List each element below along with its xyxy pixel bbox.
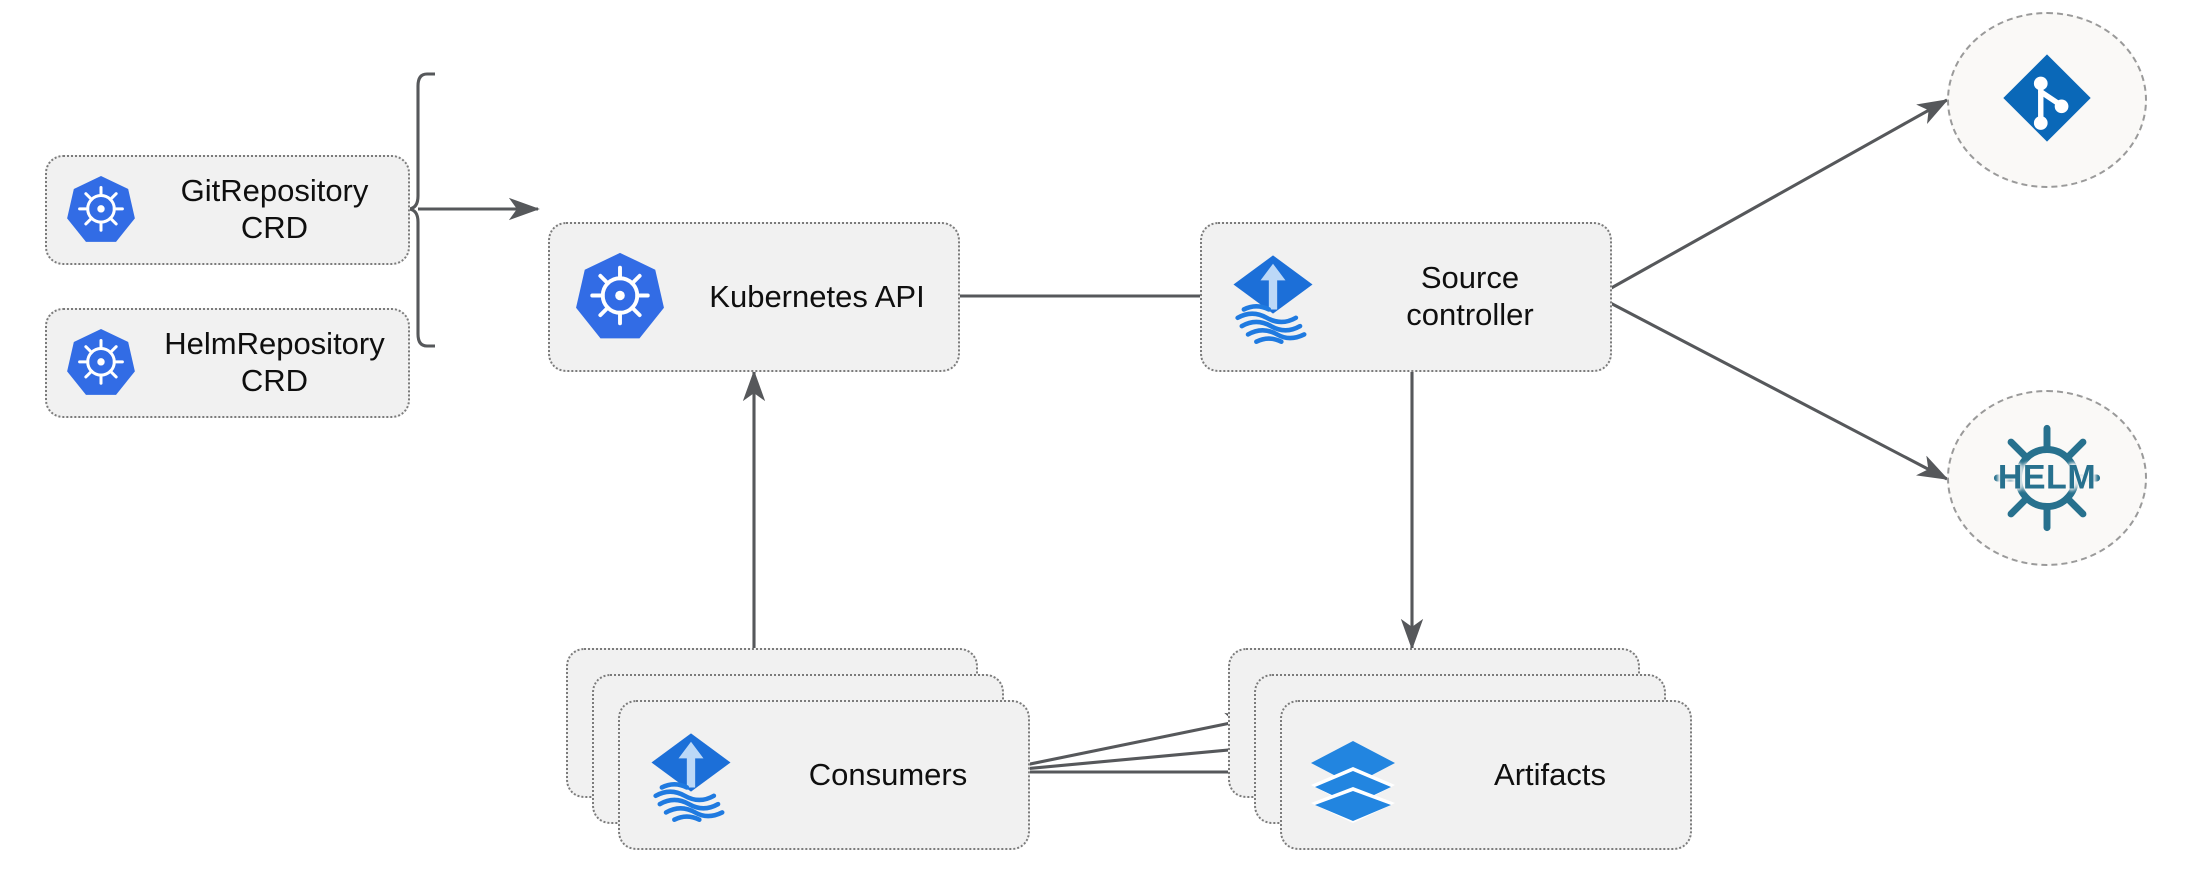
node-label: HelmRepository CRD bbox=[164, 326, 385, 398]
kubernetes-icon bbox=[550, 249, 690, 345]
helm-wordmark: HELM bbox=[1997, 458, 2097, 497]
node-label: Kubernetes API bbox=[709, 278, 925, 314]
crd-brace bbox=[408, 72, 435, 348]
edge-source-to-helm bbox=[1596, 294, 1949, 481]
kubernetes-icon bbox=[47, 326, 155, 400]
flux-icon bbox=[620, 723, 762, 827]
node-label: Consumers bbox=[808, 756, 968, 792]
edge-source-to-git bbox=[1596, 98, 1949, 298]
node-git-repository-crd[interactable]: GitRepository CRD bbox=[45, 155, 410, 265]
node-label: Source controller bbox=[1406, 260, 1534, 332]
node-consumers[interactable]: Consumers bbox=[618, 700, 1030, 850]
node-label: Artifacts bbox=[1494, 756, 1606, 792]
node-helm-repository-crd[interactable]: HelmRepository CRD bbox=[45, 308, 410, 418]
helm-icon: HELM bbox=[1985, 416, 2109, 540]
node-artifacts[interactable]: Artifacts bbox=[1280, 700, 1692, 850]
circle-git[interactable] bbox=[1947, 12, 2147, 188]
layers-icon bbox=[1282, 725, 1424, 825]
flux-icon bbox=[1202, 245, 1344, 349]
node-kubernetes-api[interactable]: Kubernetes API bbox=[548, 222, 960, 372]
node-label: GitRepository CRD bbox=[180, 173, 369, 245]
node-source-controller[interactable]: Source controller bbox=[1200, 222, 1612, 372]
circle-helm[interactable]: HELM bbox=[1947, 390, 2147, 566]
edge-consumers-to-artifacts-1 bbox=[990, 712, 1257, 774]
kubernetes-icon bbox=[47, 173, 155, 247]
git-icon bbox=[1995, 46, 2099, 155]
